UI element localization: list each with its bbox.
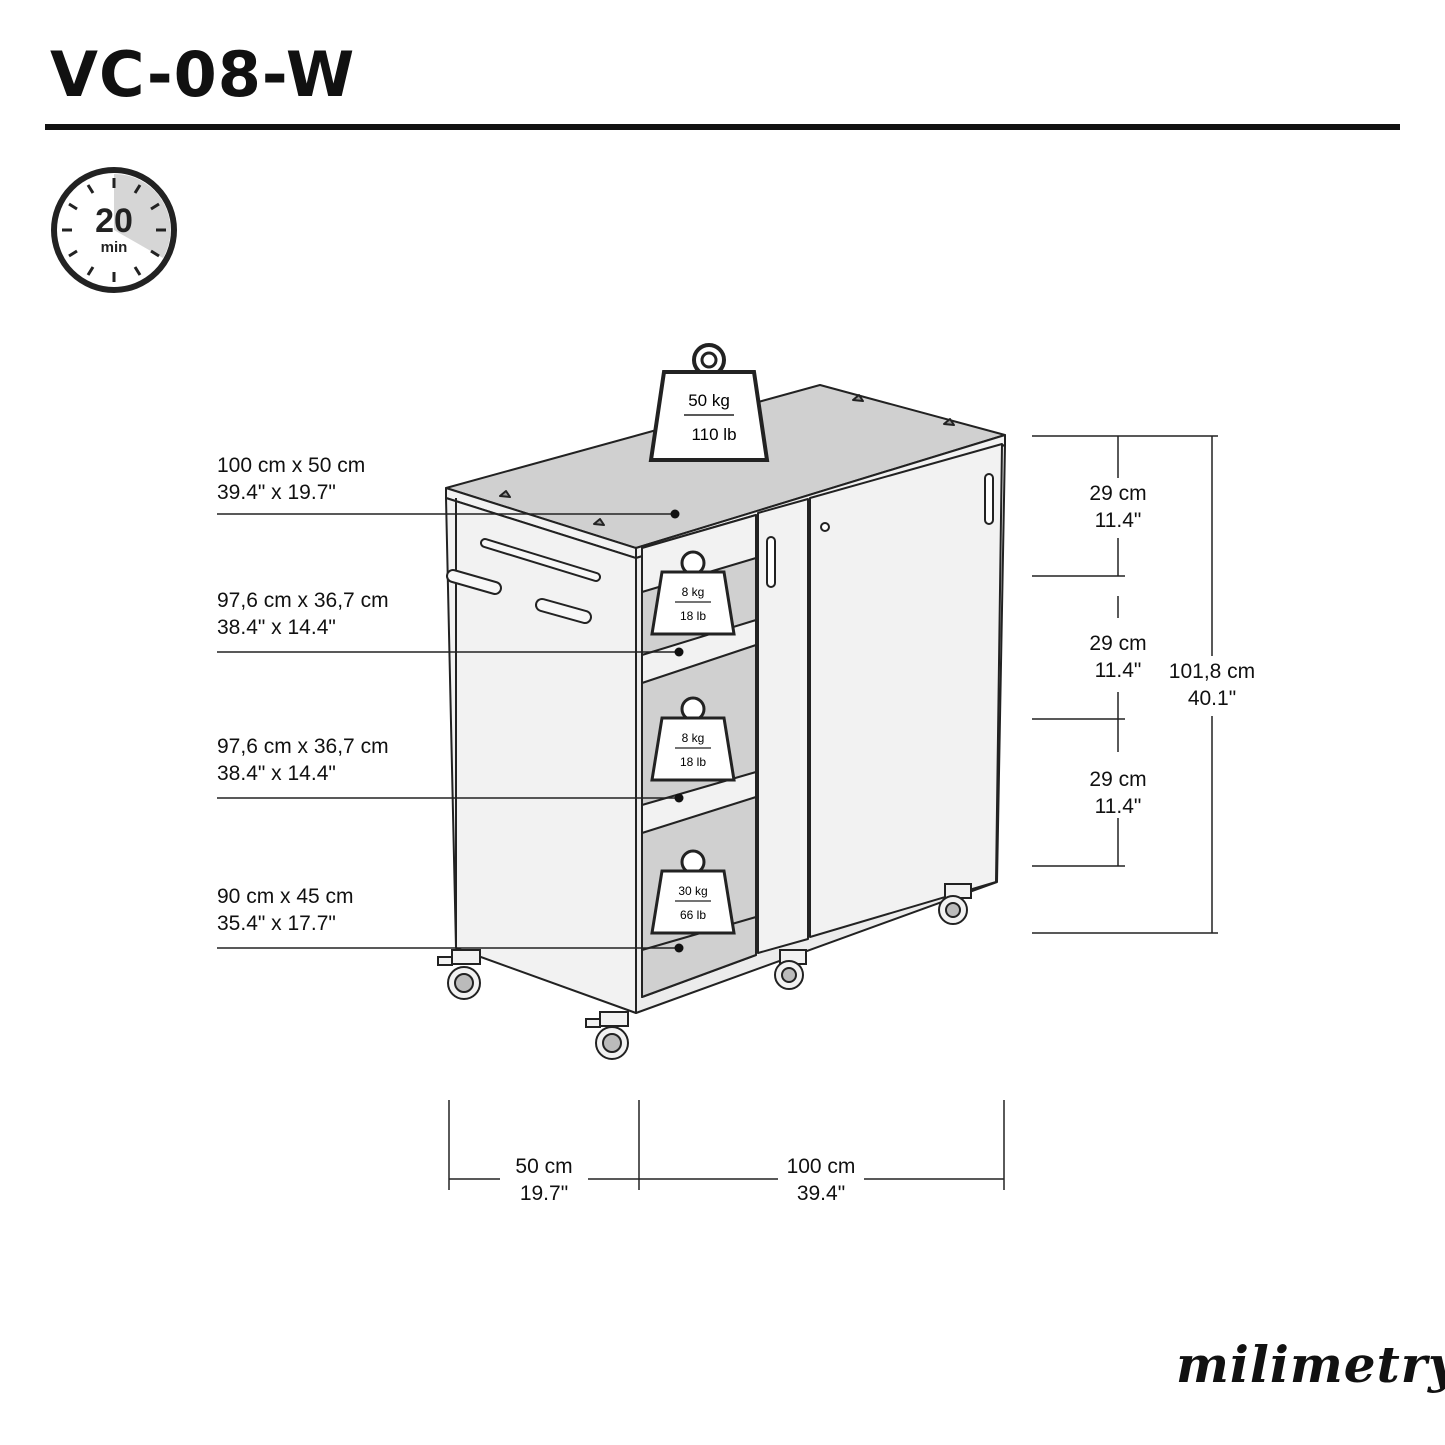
depth-cm: 50 cm: [515, 1155, 573, 1178]
surface-label-shelf2: 97,6 cm x 36,7 cm 38.4" x 14.4": [217, 733, 389, 787]
surface-bottom-in: 35.4" x 17.7": [217, 912, 336, 935]
top-load-lb: 110 lb: [691, 425, 736, 444]
surface-top-in: 39.4" x 19.7": [217, 481, 336, 504]
height-1-in: 11.4": [1094, 509, 1142, 532]
top-load-kg: 50 kg: [688, 391, 730, 410]
page-title: VC-08-W: [50, 38, 356, 111]
wheel-back-middle: [774, 949, 807, 990]
height-dimensions: [1032, 435, 1218, 934]
wheel-back-right: [938, 883, 972, 925]
height-2-cm: 29 cm: [1089, 632, 1147, 655]
height-total-in: 40.1": [1187, 687, 1237, 710]
surface-label-bottom: 90 cm x 45 cm 35.4" x 17.7": [217, 883, 354, 937]
brand-logo: milimetry: [1176, 1335, 1445, 1394]
surface-shelf2-cm: 97,6 cm x 36,7 cm: [217, 735, 389, 758]
weight-icon-shelf1: 8 kg 18 lb: [650, 550, 736, 636]
depth-in: 19.7": [519, 1182, 569, 1205]
shelf2-load-kg: 8 kg: [682, 731, 705, 745]
weight-icon-shelf2: 8 kg 18 lb: [650, 696, 736, 782]
wheel-front-left: [437, 949, 481, 1000]
height-1-cm: 29 cm: [1089, 482, 1147, 505]
width-cm: 100 cm: [786, 1155, 856, 1178]
bottom-load-lb: 66 lb: [680, 908, 706, 922]
width-label: 100 cm 39.4": [771, 1153, 871, 1207]
width-dimensions: [448, 1100, 1005, 1190]
height-label-3: 29 cm 11.4": [1068, 766, 1168, 820]
timer-icon: 20 min: [51, 167, 177, 293]
height-3-cm: 29 cm: [1089, 768, 1147, 791]
leader-lines: [217, 509, 684, 953]
weight-icon-bottom: 30 kg 66 lb: [650, 849, 736, 935]
height-2-in: 11.4": [1094, 659, 1142, 682]
wheels: [437, 883, 972, 1060]
wheel-front-right: [585, 1011, 629, 1060]
timer-unit: min: [101, 239, 128, 256]
surface-shelf2-in: 38.4" x 14.4": [217, 762, 336, 785]
surface-bottom-cm: 90 cm x 45 cm: [217, 885, 354, 908]
shelf1-load-lb: 18 lb: [680, 609, 706, 623]
height-label-1: 29 cm 11.4": [1068, 480, 1168, 534]
surface-shelf1-in: 38.4" x 14.4": [217, 616, 336, 639]
height-label-total: 101,8 cm 40.1": [1152, 658, 1272, 712]
shelf1-load-kg: 8 kg: [682, 585, 705, 599]
height-3-in: 11.4": [1094, 795, 1142, 818]
surface-top-cm: 100 cm x 50 cm: [217, 454, 366, 477]
height-label-2: 29 cm 11.4": [1068, 630, 1168, 684]
width-in: 39.4": [796, 1182, 846, 1205]
surface-shelf1-cm: 97,6 cm x 36,7 cm: [217, 589, 389, 612]
timer-value: 20: [95, 202, 133, 240]
height-total-cm: 101,8 cm: [1168, 660, 1256, 683]
bottom-load-kg: 30 kg: [678, 884, 707, 898]
shelf2-load-lb: 18 lb: [680, 755, 706, 769]
weight-icon-top: 50 kg 110 lb: [648, 343, 770, 462]
cabinet: [445, 384, 1006, 1014]
surface-label-shelf1: 97,6 cm x 36,7 cm 38.4" x 14.4": [217, 587, 389, 641]
surface-label-top: 100 cm x 50 cm 39.4" x 19.7": [217, 452, 365, 506]
title-underline: [45, 124, 1400, 130]
depth-label: 50 cm 19.7": [494, 1153, 594, 1207]
